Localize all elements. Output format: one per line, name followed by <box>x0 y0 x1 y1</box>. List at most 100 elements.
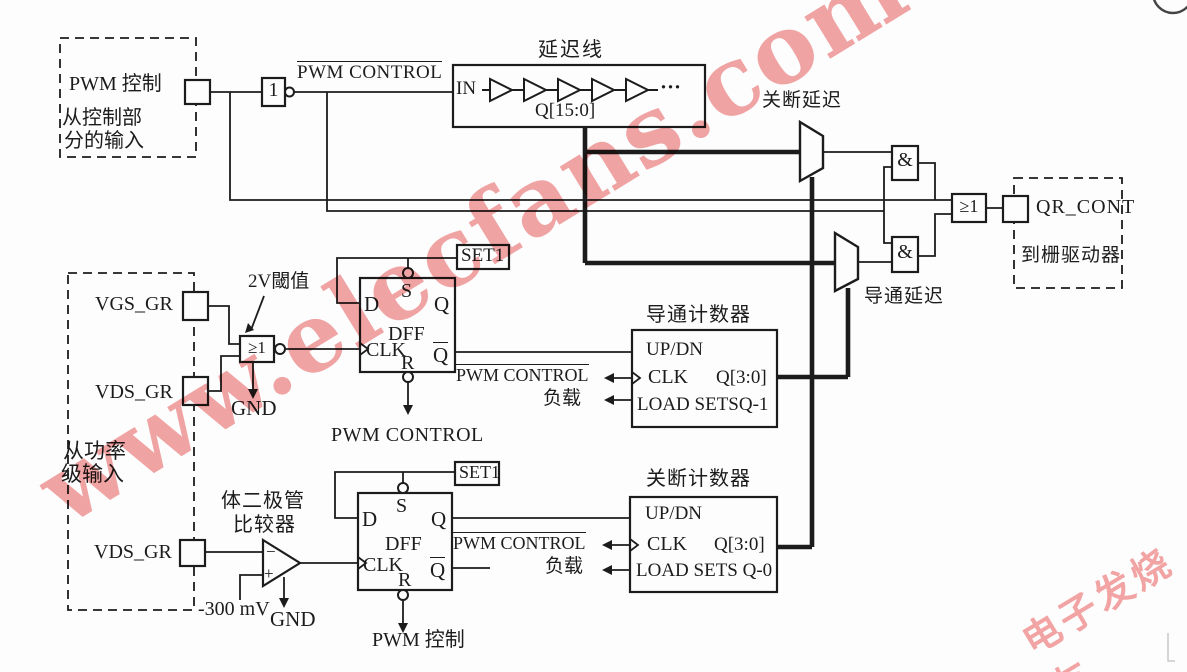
dff1-box <box>358 276 457 374</box>
wire-pwm-direct <box>229 92 952 201</box>
dff2-r: R <box>398 569 412 591</box>
set1b-label: SET1 <box>459 462 501 482</box>
dff2-d: D <box>362 507 378 531</box>
or-label: ≥1 <box>959 196 979 216</box>
delay-line-title: 延迟线 <box>538 39 604 61</box>
threshold-label: 2V閾值 <box>248 271 310 292</box>
vgs-gr-label: VGS_GR <box>95 293 173 315</box>
inverter-label: 1 <box>268 79 279 101</box>
dashed-region-gate-driver <box>1013 177 1123 289</box>
dff2-name: DFF <box>385 533 422 555</box>
and1-box <box>890 144 920 182</box>
scan-artifact-arc <box>1152 0 1187 15</box>
ctr-off-clk-arrowhead <box>602 540 612 550</box>
bubbles <box>274 86 414 601</box>
or-box <box>950 192 988 224</box>
clk-wedge-dff1 <box>359 342 370 356</box>
mux-off-delay <box>798 119 825 184</box>
on-delay-label: 导通延迟 <box>864 286 945 307</box>
counter-on-clk-src: PWM CONTROL <box>456 364 589 385</box>
dff2-qbar: Q <box>430 557 446 582</box>
wires-thin <box>205 91 1003 624</box>
set1b-box <box>453 460 501 487</box>
counter-off-title: 关断计数器 <box>646 468 751 490</box>
counter-on-load: LOAD SETSQ-1 <box>637 394 769 415</box>
dff2-s: S <box>396 495 408 517</box>
counter-off-q: Q[3:0] <box>714 534 765 555</box>
delay-line-dots: ··· <box>660 75 682 99</box>
counter-off-updn: UP/DN <box>645 503 703 524</box>
inverter-bubble <box>284 86 295 98</box>
off-delay-label: 关断延迟 <box>762 90 843 111</box>
and2-label: & <box>897 241 913 263</box>
wires-bus <box>582 127 851 550</box>
and2-box <box>890 235 920 274</box>
to-gate-driver-label: 到栅驱动器 <box>1021 245 1122 266</box>
counter-off-box <box>628 495 779 594</box>
counter-on-q: Q[3:0] <box>716 367 767 388</box>
dff1-qbar: Q <box>433 342 449 367</box>
buffer-icon <box>625 77 651 103</box>
port-square-vds2 <box>178 538 207 568</box>
gnd2-arrowhead <box>279 598 289 608</box>
dff2-q: Q <box>431 507 447 531</box>
delay-line-q-label: Q[15:0] <box>535 100 596 121</box>
component-boxes <box>178 63 1030 594</box>
r1-arrowhead <box>403 405 413 415</box>
threshold-gate-box <box>238 334 276 364</box>
dff1-clk: CLK <box>366 339 406 361</box>
comparator-title1: 体二极管 <box>221 490 305 512</box>
wire-vgs <box>208 305 240 345</box>
buffer-icon <box>557 77 583 103</box>
vds-gr-label: VDS_GR <box>95 381 173 403</box>
neg300-label: -300 mV <box>198 598 270 620</box>
counter-on-title: 导通计数器 <box>646 304 751 326</box>
vds-gr2-label: VDS_GR <box>94 541 172 563</box>
port-square-pwm <box>183 78 212 106</box>
dff1-d: D <box>364 292 380 316</box>
r2-arrowhead <box>398 623 408 633</box>
buffer-icon <box>523 77 549 103</box>
threshold-gate-label: ≥1 <box>248 338 266 357</box>
dff2-s-bubble <box>397 482 409 494</box>
control-box-line2: 分的输入 <box>64 130 144 152</box>
power-caption-line2: 级输入 <box>61 462 124 486</box>
gnd2-label: GND <box>270 607 316 631</box>
counter-on-box <box>630 328 779 429</box>
dff1-name: DFF <box>388 323 425 345</box>
comparator-minus: − <box>266 542 276 561</box>
wire-ref-to-plus <box>239 574 263 600</box>
clk-wedge-ctr-off <box>629 538 640 552</box>
counter-off-load: LOAD SETS Q-0 <box>636 560 773 581</box>
set1a-label: SET1 <box>461 245 505 266</box>
wire-and2-out <box>918 213 952 257</box>
and1-label: & <box>897 149 913 171</box>
dff2-r-out-label: PWM 控制 <box>372 629 465 651</box>
counter-on-updn: UP/DN <box>646 339 704 360</box>
dashed-region-power-stage <box>67 272 195 611</box>
counter-off-clk: CLK <box>647 533 687 555</box>
arrowheads <box>245 323 614 633</box>
wire-pwm-inverted <box>326 92 884 212</box>
dff1-s: S <box>401 280 413 302</box>
threshold-out-bubble <box>274 343 286 355</box>
qr-cont-label: QR_CONT <box>1036 196 1136 218</box>
dff2-clk: CLK <box>363 554 403 576</box>
clk-wedge-dff2 <box>357 556 368 570</box>
power-caption-line1: 从功率 <box>63 439 126 463</box>
arrow-threshold-callout <box>250 295 265 331</box>
pwm-control-inverted-label: PWM CONTROL <box>297 61 443 83</box>
dff2-r-bubble <box>397 589 409 601</box>
set1a-box <box>455 243 511 271</box>
gnd1-label: GND <box>231 396 277 420</box>
scan-artifact-bracket <box>1167 633 1175 662</box>
control-box-title: PWM 控制 <box>69 73 162 95</box>
clk-wedge-ctr-on <box>631 371 642 385</box>
wire-and1-out <box>918 162 936 200</box>
delay-line-in-label: IN <box>456 78 477 99</box>
gnd1-arrowhead <box>248 389 258 399</box>
port-square-vds <box>181 375 210 407</box>
dff1-r: R <box>401 352 415 374</box>
